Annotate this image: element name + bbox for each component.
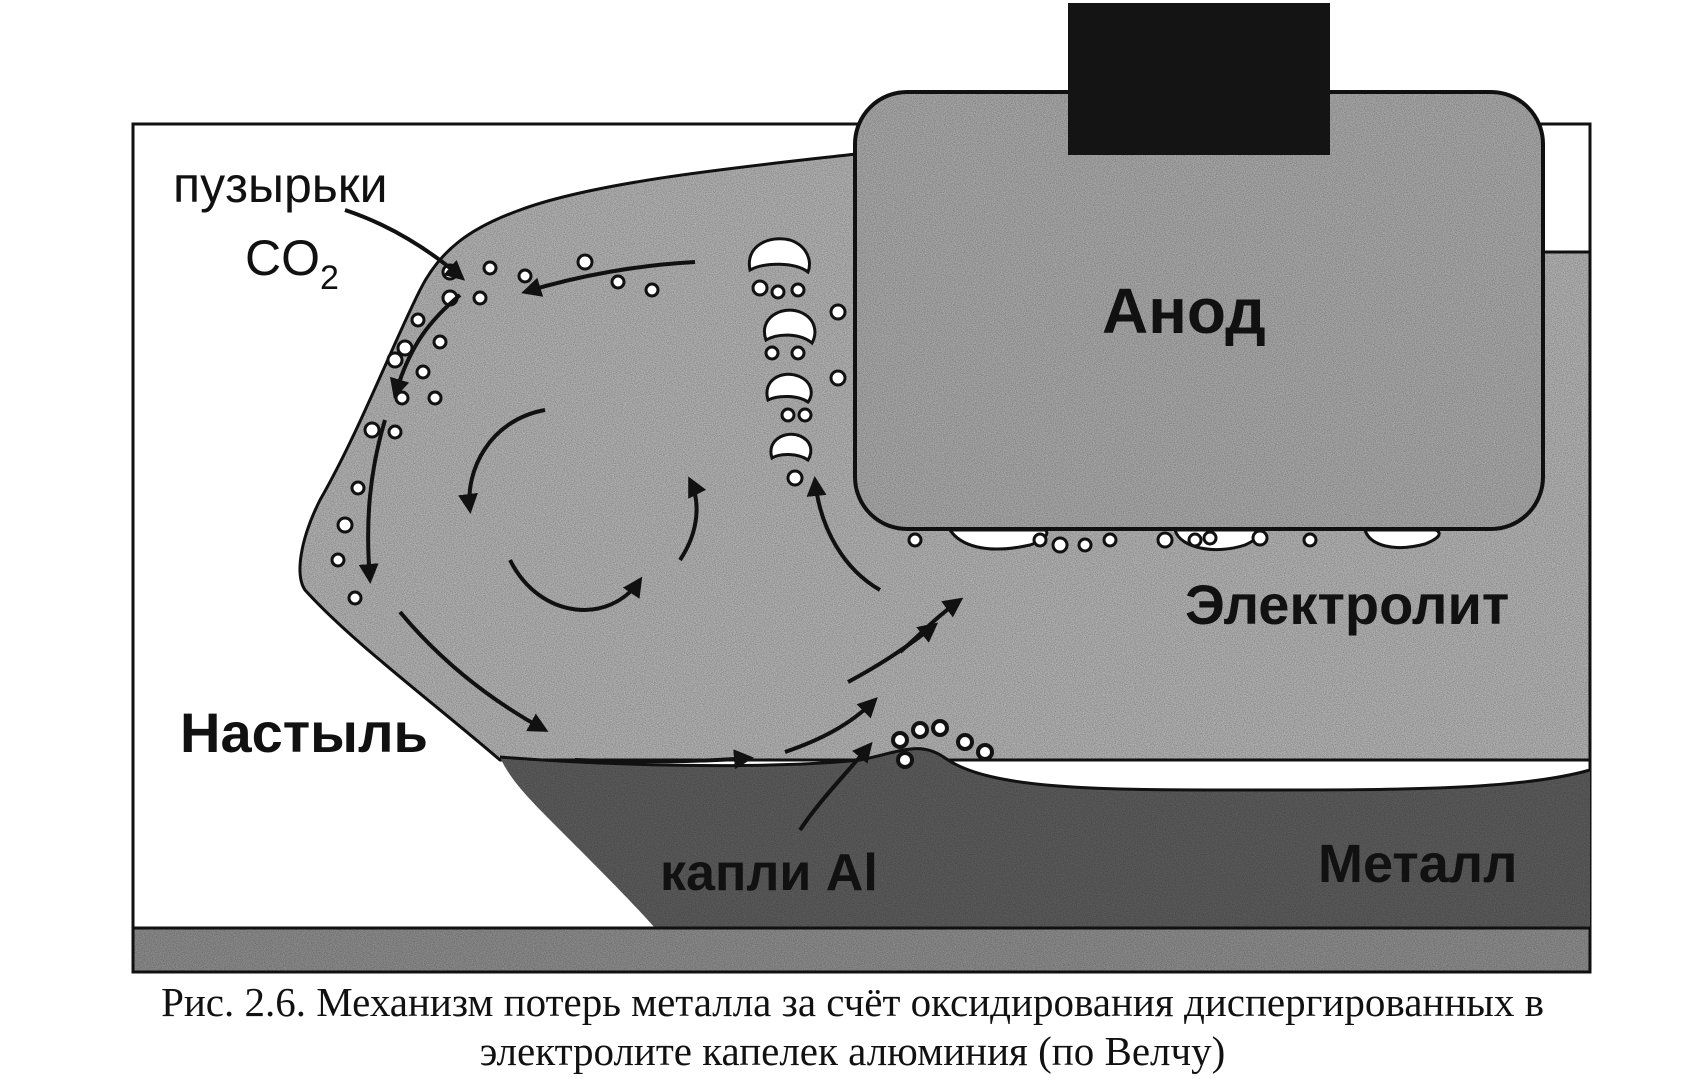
arrow-left-down-2 [358,419,387,584]
label-al-drops: капли Al [660,844,878,902]
cathode-bottom [131,926,1592,974]
co2-bubble [610,274,626,290]
bubble-cups [747,237,817,463]
co2-bubble [829,303,847,321]
arrow-circ-left [458,408,546,514]
co2-bubble [386,351,404,369]
co2-bubble [576,253,594,271]
co2-bubble [394,390,410,406]
co2-bubble [1051,536,1069,554]
co2-bubble [644,282,660,298]
co2-bubble [1302,532,1318,548]
co2-bubble [363,421,381,439]
al-droplets [891,719,994,769]
co2-bubble [797,407,813,423]
arrow-bottom-right [574,749,754,770]
co2-bubble [1202,530,1218,546]
co2-bubble [1077,537,1093,553]
arrow-left-down-1 [390,293,462,399]
label-crust: Настыль [180,701,428,764]
co2-bubble [790,282,806,298]
figure-caption: Рис. 2.6. Механизм потерь металла за счё… [0,978,1705,1076]
co2-bubble [472,290,488,306]
al-droplet [976,743,994,761]
al-droplet [891,731,909,749]
caption-line-2: электролите капелек алюминия (по Велчу) [479,1028,1226,1074]
co2-bubble [829,369,847,387]
label-co2: CO2 [245,230,339,297]
co2-bubble [770,284,786,300]
arrow-co2-pointer [344,208,466,281]
arrow-diag-down [398,610,549,732]
co2-bubble [415,364,431,380]
co2-bubble [1251,529,1269,547]
co2-bubble [330,552,346,568]
co2-bubble [432,334,448,350]
co2-bubble [347,590,363,606]
co2-bubble [907,532,923,548]
al-droplet [911,721,929,739]
co2-bubble [786,469,804,487]
arrow-up-plume [806,476,881,592]
anode-block [853,90,1545,531]
al-droplet [956,733,974,751]
metal-region [499,747,1591,928]
label-bubbles: пузырьки [173,157,388,213]
al-droplet [896,751,914,769]
diagram-figure: пузырьки CO2 Анод Электролит Настыль кап… [131,3,1592,974]
co2-bubble [427,390,443,406]
co2-bubble [1156,531,1174,549]
co2-bubble [387,424,403,440]
flow-arrows [344,208,964,832]
label-anode: Анод [1102,275,1266,347]
co2-bubble [1102,532,1118,548]
co2-bubble [790,345,806,361]
co2-bubble [764,345,780,361]
co2-bubble [1187,532,1203,548]
label-metal: Металл [1318,834,1517,894]
co2-bubble [410,312,426,328]
al-droplet [931,719,949,737]
co2-bubble [751,279,769,297]
arrow-rise-3 [898,597,964,654]
anode-stub [1068,3,1330,155]
arrow-circ-bottom [508,559,643,612]
arrow-drops-up [798,741,873,832]
co2-bubble [482,260,498,276]
co2-bubble [517,268,533,284]
arrow-top-left [521,260,696,297]
arrow-circ-right [678,476,707,562]
co2-bubble [1032,532,1048,548]
arrow-rise-1 [784,697,878,754]
co2-bubble [336,516,354,534]
arrow-rise-2 [847,622,939,684]
caption-line-1: Рис. 2.6. Механизм потерь металла за счё… [161,979,1544,1025]
label-electrolyte: Электролит [1185,573,1509,636]
co2-bubble [350,480,366,496]
co2-bubble [780,407,796,423]
